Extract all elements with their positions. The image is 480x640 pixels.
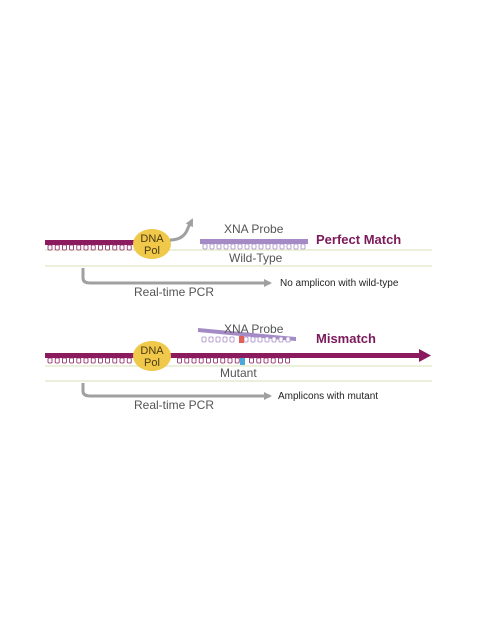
base-tick bbox=[119, 244, 125, 251]
base-tick bbox=[279, 243, 285, 250]
base-tick bbox=[112, 357, 118, 364]
base-tick bbox=[105, 244, 110, 251]
base-tick bbox=[205, 357, 211, 364]
base-tick bbox=[69, 357, 74, 364]
mutant-template-label: Mutant bbox=[220, 366, 257, 380]
base-tick bbox=[249, 357, 255, 364]
mismatch-label: Mismatch bbox=[316, 331, 376, 346]
base-tick bbox=[198, 357, 204, 364]
base-tick bbox=[222, 336, 228, 343]
base-tick bbox=[300, 243, 306, 250]
base-tick bbox=[90, 244, 96, 251]
base-tick bbox=[98, 357, 103, 364]
wild-type-result-label: No amplicon with wild-type bbox=[280, 278, 399, 289]
probe-mismatch-base bbox=[239, 336, 244, 343]
mutant-polymerase-label-1: DNA bbox=[140, 345, 164, 357]
base-tick bbox=[244, 243, 250, 250]
base-tick bbox=[69, 244, 74, 251]
mutant-xna-probe bbox=[198, 328, 296, 343]
base-tick bbox=[54, 357, 60, 364]
base-tick bbox=[256, 357, 262, 364]
base-tick bbox=[270, 357, 276, 364]
base-tick bbox=[105, 357, 110, 364]
base-tick bbox=[293, 243, 299, 250]
base-tick bbox=[271, 336, 277, 343]
base-tick bbox=[243, 336, 249, 343]
base-tick bbox=[263, 357, 269, 364]
base-tick bbox=[213, 357, 219, 364]
base-tick bbox=[126, 357, 132, 364]
base-tick bbox=[285, 357, 291, 364]
base-tick bbox=[230, 243, 236, 250]
base-tick bbox=[251, 243, 257, 250]
base-tick bbox=[90, 357, 96, 364]
base-tick bbox=[119, 357, 125, 364]
base-tick bbox=[184, 357, 190, 364]
base-tick bbox=[54, 244, 60, 251]
base-tick bbox=[223, 243, 229, 250]
base-tick bbox=[177, 357, 183, 364]
base-tick bbox=[234, 357, 240, 364]
wild-type-probe-label: XNA Probe bbox=[224, 222, 284, 236]
wild-type-polymerase-label-1: DNA bbox=[140, 233, 164, 245]
base-tick bbox=[83, 244, 89, 251]
base-tick bbox=[215, 336, 221, 343]
base-tick bbox=[227, 357, 233, 364]
mutant-pcr-label: Real-time PCR bbox=[134, 398, 214, 412]
base-tick bbox=[257, 336, 263, 343]
base-tick bbox=[286, 243, 292, 250]
mutant-pcr-arrow bbox=[81, 383, 272, 400]
base-tick bbox=[62, 357, 67, 364]
base-tick bbox=[285, 336, 291, 343]
base-tick bbox=[265, 243, 271, 250]
wild-type-panel: DNA Pol XNA Probe Perfect Match Wild-Typ… bbox=[45, 218, 432, 299]
wild-type-pcr-label: Real-time PCR bbox=[134, 285, 214, 299]
template-mutant-base bbox=[240, 358, 245, 365]
base-tick bbox=[191, 357, 197, 364]
base-tick bbox=[112, 244, 118, 251]
base-tick bbox=[278, 336, 284, 343]
base-tick bbox=[47, 244, 53, 251]
base-tick bbox=[220, 357, 226, 364]
base-tick bbox=[201, 336, 207, 343]
base-tick bbox=[208, 336, 214, 343]
base-tick bbox=[98, 244, 103, 251]
mutant-result-label: Amplicons with mutant bbox=[278, 391, 378, 402]
base-tick bbox=[277, 357, 283, 364]
mutant-probe-label: XNA Probe bbox=[224, 322, 284, 336]
base-tick bbox=[264, 336, 270, 343]
perfect-match-label: Perfect Match bbox=[316, 232, 401, 247]
base-tick bbox=[62, 244, 67, 251]
base-tick bbox=[47, 357, 53, 364]
base-tick bbox=[258, 243, 264, 250]
wild-type-polymerase-label-2: Pol bbox=[144, 245, 160, 257]
mutant-panel: XNA Probe Mismatch DNA Pol Mutant Real-t… bbox=[45, 322, 432, 412]
base-tick bbox=[76, 244, 82, 251]
base-tick bbox=[237, 243, 243, 250]
blocked-extension-arrow bbox=[169, 218, 194, 242]
base-tick bbox=[250, 336, 256, 343]
wild-type-template-label: Wild-Type bbox=[229, 251, 283, 265]
base-tick bbox=[272, 243, 278, 250]
wild-type-dna-polymerase: DNA Pol bbox=[133, 229, 171, 259]
base-tick bbox=[229, 336, 235, 343]
base-tick bbox=[202, 243, 208, 250]
wild-type-primer-strand bbox=[45, 240, 145, 251]
base-tick bbox=[216, 243, 222, 250]
base-tick bbox=[209, 243, 215, 250]
base-tick bbox=[83, 357, 89, 364]
wild-type-pcr-arrow bbox=[81, 268, 272, 287]
wild-type-xna-probe bbox=[200, 239, 308, 250]
mutant-extended-strand bbox=[45, 349, 431, 365]
mutant-dna-polymerase: DNA Pol bbox=[133, 341, 171, 371]
base-tick bbox=[76, 357, 82, 364]
base-tick bbox=[126, 244, 132, 251]
mutant-polymerase-label-2: Pol bbox=[144, 357, 160, 369]
